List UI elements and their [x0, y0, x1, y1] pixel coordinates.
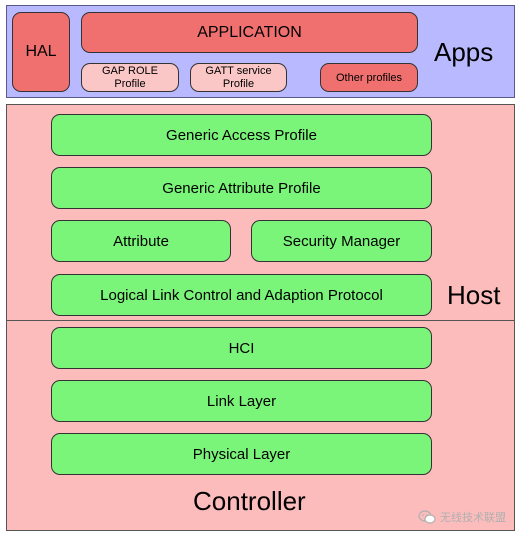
gap-role-profile-label: GAP ROLE Profile: [101, 64, 159, 90]
l2cap-label: Logical Link Control and Adaption Protoc…: [100, 286, 383, 304]
security-manager-label: Security Manager: [282, 232, 401, 250]
attribute-label: Attribute: [113, 232, 169, 250]
other-profiles-block: Other profiles: [320, 63, 418, 92]
gap-role-profile-block: GAP ROLE Profile: [81, 63, 179, 92]
watermark: 无线技术联盟: [418, 509, 506, 525]
generic-attribute-profile-label: Generic Attribute Profile: [162, 179, 321, 197]
security-manager-block: Security Manager: [251, 220, 432, 262]
other-profiles-label: Other profiles: [335, 71, 403, 84]
hal-label: HAL: [25, 43, 57, 60]
generic-attribute-profile-block: Generic Attribute Profile: [51, 167, 432, 209]
hal-block: HAL: [12, 12, 70, 92]
controller-layer-label: Controller: [193, 486, 306, 516]
hci-block: HCI: [51, 327, 432, 369]
link-layer-block: Link Layer: [51, 380, 432, 422]
watermark-text: 无线技术联盟: [440, 512, 506, 524]
application-block: APPLICATION: [81, 12, 418, 53]
l2cap-block: Logical Link Control and Adaption Protoc…: [51, 274, 432, 316]
application-label: APPLICATION: [197, 23, 302, 41]
hci-label: HCI: [228, 339, 255, 357]
wechat-icon: [418, 510, 436, 524]
physical-layer-block: Physical Layer: [51, 433, 432, 475]
link-layer-label: Link Layer: [206, 392, 277, 410]
host-layer-label: Host: [447, 280, 501, 310]
gatt-service-profile-block: GATT service Profile: [190, 63, 287, 92]
physical-layer-label: Physical Layer: [192, 445, 291, 463]
generic-access-profile-label: Generic Access Profile: [166, 126, 317, 144]
apps-layer-label: Apps: [434, 37, 494, 67]
generic-access-profile-block: Generic Access Profile: [51, 114, 432, 156]
attribute-block: Attribute: [51, 220, 231, 262]
gatt-service-profile-label: GATT service Profile: [205, 64, 272, 90]
